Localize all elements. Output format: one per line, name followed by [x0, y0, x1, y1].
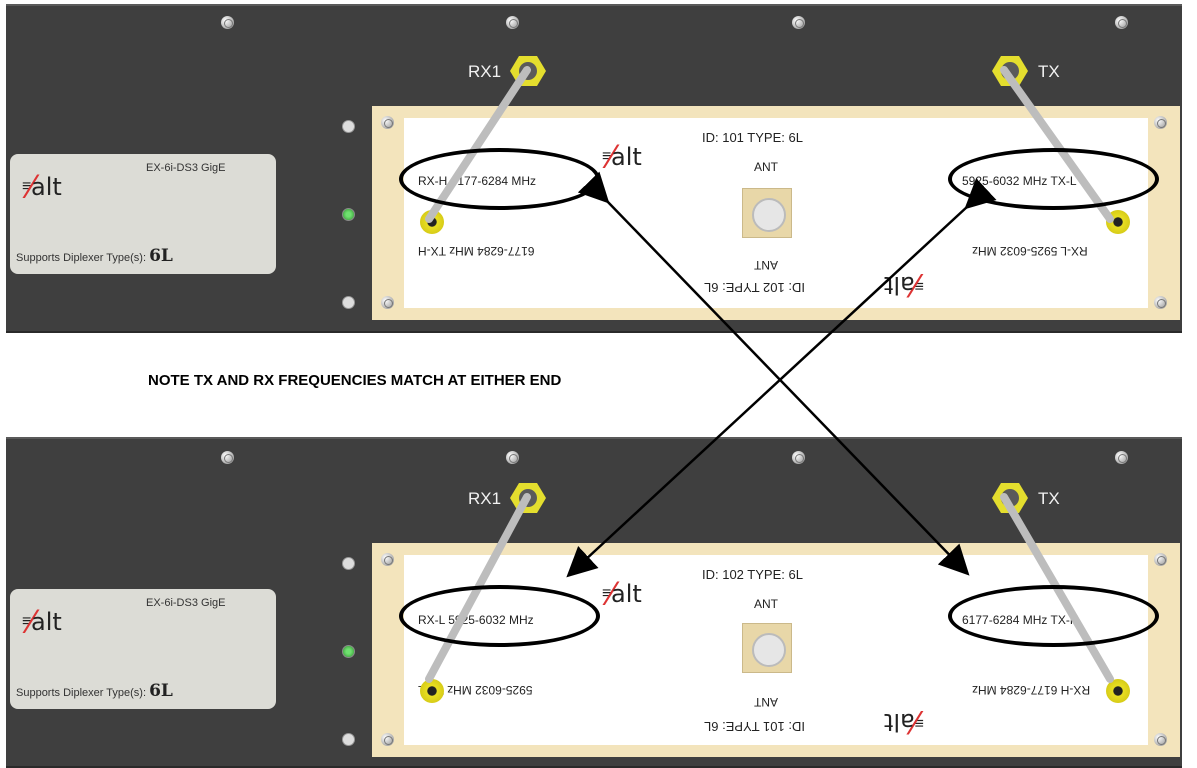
exalt-logo: ≡⁄alt [602, 138, 642, 176]
exalt-logo: ≡⁄alt [602, 575, 642, 613]
unit-label-plate: ≡⁄alt EX-6i-DS3 GigE Supports Diplexer T… [10, 154, 276, 274]
screw-icon [1115, 16, 1128, 29]
led-indicator [342, 296, 355, 309]
screw-icon [506, 16, 519, 29]
screw-icon [221, 16, 234, 29]
screw-icon [792, 16, 805, 29]
screw-icon [381, 553, 394, 566]
screw-icon [381, 296, 394, 309]
unit-label-plate: ≡⁄alt EX-6i-DS3 GigE Supports Diplexer T… [10, 589, 276, 709]
rx-cable-label: RX1 [468, 489, 502, 508]
rx-port [408, 667, 456, 715]
model-name: EX-6i-DS3 GigE [146, 162, 226, 174]
screw-icon [221, 451, 234, 464]
screw-icon [1154, 553, 1167, 566]
ant-label: ANT [754, 160, 778, 174]
model-name: EX-6i-DS3 GigE [146, 597, 226, 609]
supported-diplexer: Supports Diplexer Type(s): 6L [16, 681, 173, 701]
exalt-logo: ≡⁄alt [22, 168, 62, 206]
screw-icon [1154, 733, 1167, 746]
arrow-rx-top-to-tx-bottom [577, 171, 970, 576]
supported-diplexer: Supports Diplexer Type(s): 6L [16, 246, 173, 266]
screw-icon [381, 733, 394, 746]
ant-port [742, 623, 792, 673]
ant-label: ANT [754, 597, 778, 611]
screw-icon [381, 116, 394, 129]
highlight-ellipse [399, 585, 600, 647]
led-indicator [342, 557, 355, 570]
screw-icon [1154, 296, 1167, 309]
highlight-ellipse [948, 148, 1159, 210]
tx-cable-label: TX [1038, 489, 1060, 508]
highlight-ellipse [399, 148, 600, 210]
tx-port [1094, 667, 1142, 715]
rx-cable-label: RX1 [468, 62, 502, 81]
highlight-ellipse [948, 585, 1159, 647]
led-indicator [342, 120, 355, 133]
diplexer-id: ID: 101 TYPE: 6L [702, 130, 803, 145]
tx-cable-label: TX [1038, 62, 1060, 81]
led-indicator [342, 733, 355, 746]
screw-icon [1115, 451, 1128, 464]
led-indicator-green [342, 208, 355, 221]
exalt-logo: ≡⁄alt [22, 603, 62, 641]
screw-icon [506, 451, 519, 464]
arrow-tx-top-to-rx-bottom [566, 178, 997, 578]
led-indicator-green [342, 645, 355, 658]
screw-icon [1154, 116, 1167, 129]
note-text: NOTE TX AND RX FREQUENCIES MATCH AT EITH… [148, 372, 562, 389]
